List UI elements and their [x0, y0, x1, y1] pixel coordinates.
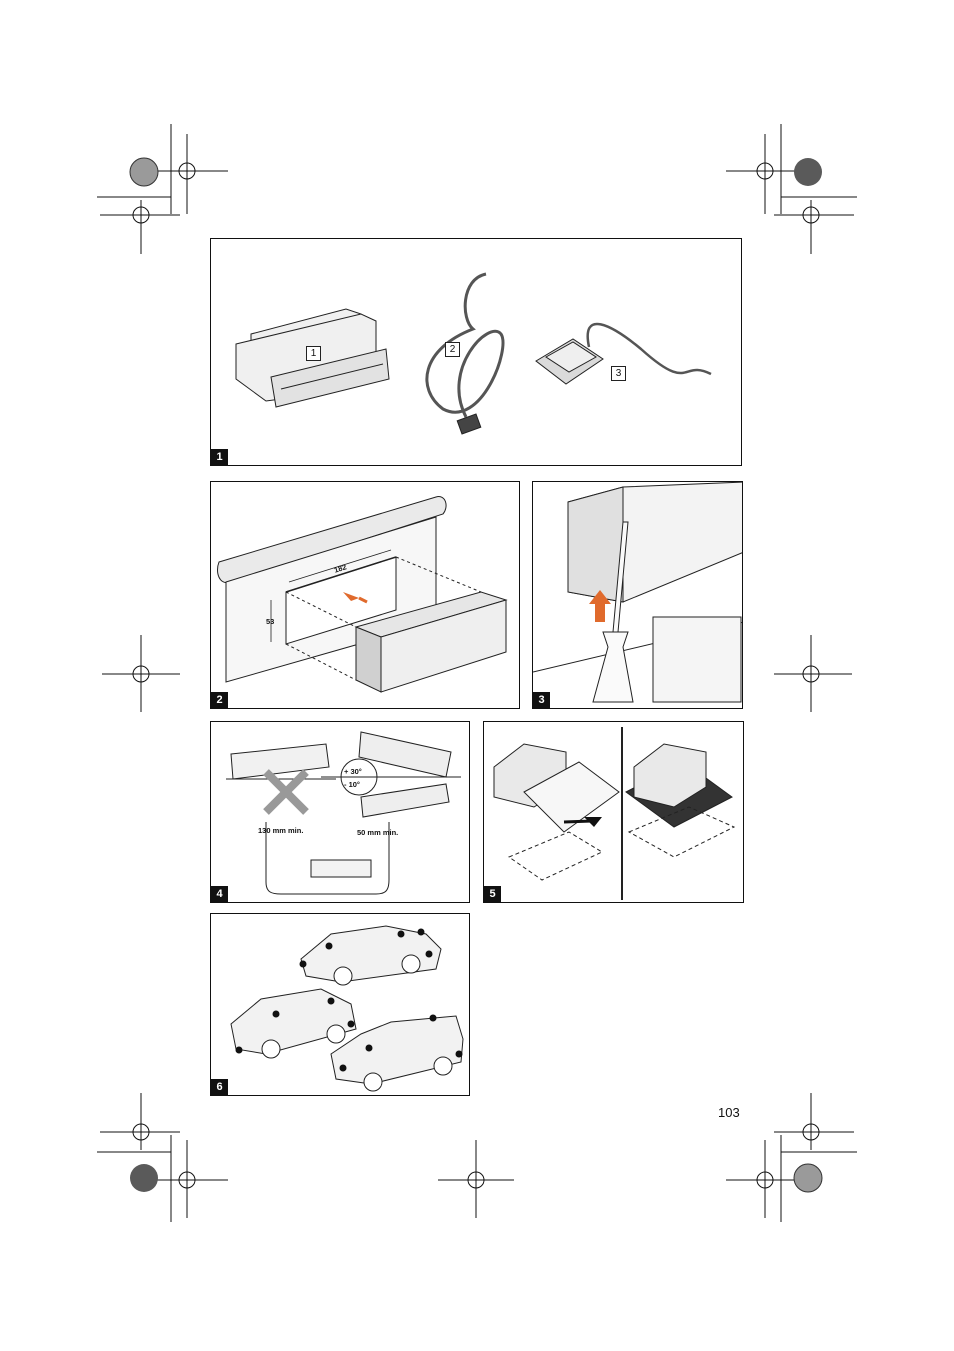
angle-up-label: + 30° — [344, 767, 362, 776]
panel-number-4: 4 — [211, 886, 228, 902]
dashboard-cutout-illustration — [217, 496, 508, 693]
figure-panel-4: + 30° - 10° 130 mm min. 50 mm min. 4 — [210, 721, 470, 903]
panel-number-3: 3 — [533, 692, 550, 708]
panel-number-5: 5 — [484, 886, 501, 902]
frame-tab-bending-illustration — [533, 482, 742, 703]
figure-panel-2: 182 53 2 — [210, 481, 520, 709]
callout-3: 3 — [611, 366, 626, 381]
antenna-angle-clearance-illustration — [226, 731, 461, 895]
page-number: 103 — [718, 1105, 740, 1120]
angle-down-label: - 10° — [344, 780, 360, 789]
clearance-right-label: 50 mm min. — [357, 828, 399, 837]
figure-panel-6: 6 — [210, 913, 470, 1096]
panel-number-1: 1 — [211, 449, 228, 465]
dimension-height: 53 — [266, 617, 275, 626]
accessories-illustration — [235, 272, 712, 435]
figure-panel-3: 3 — [532, 481, 743, 709]
callout-2: 2 — [445, 342, 460, 357]
figure-panel-1: 1 2 3 1 — [210, 238, 742, 466]
panel-number-2: 2 — [211, 692, 228, 708]
figure-panel-5: 5 — [483, 721, 744, 903]
callout-1: 1 — [306, 346, 321, 361]
clearance-left-label: 130 mm min. — [258, 826, 304, 835]
vehicle-mounting-positions-illustration — [230, 925, 464, 1092]
adhesive-pad-illustration — [493, 727, 736, 900]
panel-number-6: 6 — [211, 1079, 228, 1095]
